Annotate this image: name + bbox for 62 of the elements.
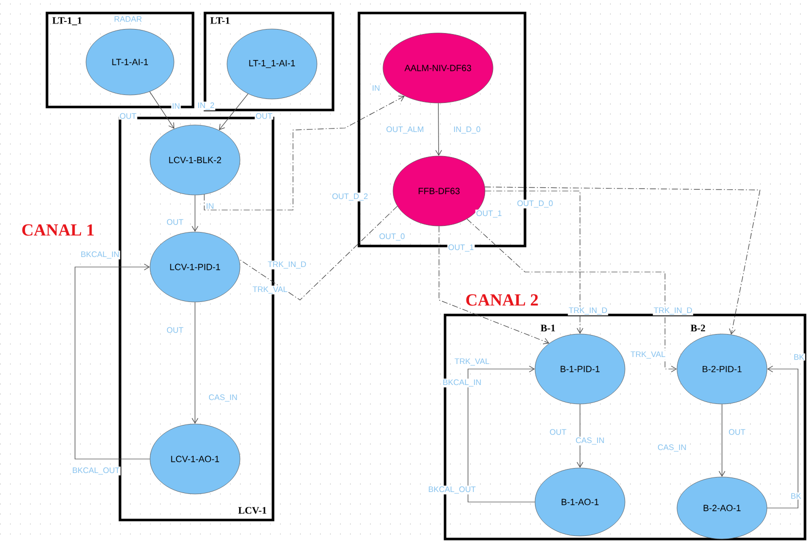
connector (218, 94, 248, 130)
function-block: LCV-1-BLK-2 (150, 124, 240, 196)
channel-heading: CANAL 2 (464, 293, 540, 306)
port-label: OUT_1 (475, 210, 503, 218)
port-label: OUT (548, 428, 568, 436)
connector (438, 226, 550, 344)
port-label: OUT (728, 428, 746, 436)
port-label: TRK_IN_D (652, 306, 694, 316)
port-label: OUT_D_2 (331, 192, 369, 202)
port-label: OUT (118, 112, 138, 120)
port-label: TRK_IN_D (266, 260, 308, 270)
connector (468, 366, 536, 502)
port-label: OUT_ALM (385, 126, 425, 134)
block-heading: B-2 (690, 324, 706, 332)
port-label: BKCAL_OUT (71, 466, 121, 476)
port-label: TRK_VAL (252, 286, 288, 294)
connector (766, 366, 798, 508)
port-label: BKCAL_IN (80, 250, 120, 260)
connector (192, 302, 198, 424)
block-heading: B-1 (540, 324, 556, 332)
port-label: IN_D_0 (452, 126, 482, 134)
port-label: OUT (166, 326, 184, 334)
function-block: LT-1_1-AI-1 (226, 28, 318, 100)
port-label: TRK_VAL (454, 358, 490, 366)
port-label: OUT_0 (378, 232, 406, 242)
port-label: IN (171, 102, 181, 110)
port-label: OUT (166, 218, 184, 226)
connector (484, 186, 760, 335)
port-label: TRK_IN_D (568, 306, 608, 316)
port-label: BK (790, 492, 802, 500)
function-block: B-1-AO-1 (534, 468, 626, 536)
function-block: LCV-1-PID-1 (150, 232, 240, 302)
port-label: CAS_IN (574, 436, 606, 446)
connector (149, 91, 174, 129)
connector (435, 102, 442, 156)
port-label: IN (371, 84, 381, 92)
port-label: BK (792, 353, 806, 361)
connector (718, 404, 726, 477)
function-block: B-1-PID-1 (534, 334, 626, 404)
connector (466, 218, 677, 372)
port-label: BKCAL_IN (442, 378, 482, 388)
port-label: IN_2 (196, 102, 216, 110)
port-label: CAS_IN (656, 444, 688, 452)
function-block: B-2-AO-1 (676, 476, 768, 540)
connector (192, 194, 198, 232)
connector (74, 264, 150, 460)
port-label: BKCAL_OUT (427, 486, 477, 494)
connector (484, 190, 584, 334)
function-block: LCV-1-AO-1 (150, 424, 240, 494)
function-block: LT-1-AI-1 (86, 28, 174, 96)
port-label: TRK_VAL (630, 350, 666, 360)
connector (576, 404, 584, 468)
connector (238, 206, 398, 300)
port-label: OUT (254, 112, 274, 120)
port-label: CAS_IN (208, 394, 238, 402)
function-block: AALM-NIV-DF63 (382, 32, 494, 104)
port-label: OUT_1 (447, 244, 475, 252)
connector (204, 96, 405, 210)
function-block: B-2-PID-1 (676, 334, 768, 404)
channel-heading: CANAL 1 (20, 223, 96, 236)
port-label: OUT_D_0 (516, 200, 554, 208)
port-label: IN (205, 202, 215, 210)
